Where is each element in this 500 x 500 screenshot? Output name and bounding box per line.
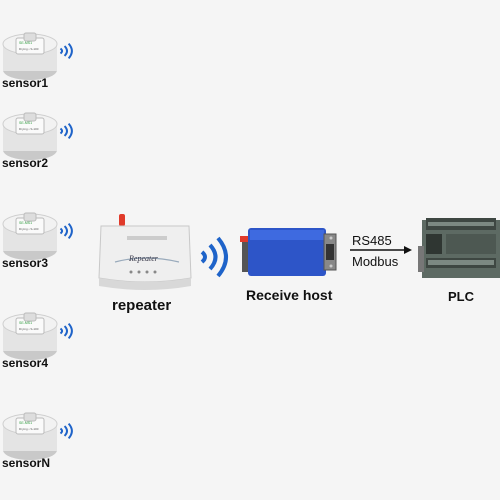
wireless-signal-icon bbox=[200, 236, 228, 278]
sensor-device: sensorN bbox=[0, 410, 90, 495]
receive-host-label: Receive host bbox=[246, 287, 333, 303]
sensor-label: sensor4 bbox=[2, 356, 49, 370]
protocol-label-top: RS485 bbox=[352, 233, 392, 248]
sensor-image bbox=[2, 412, 58, 461]
sensor-device: sensor4 bbox=[0, 310, 90, 395]
wireless-signal-icon bbox=[59, 422, 73, 440]
sensor-label: sensorN bbox=[2, 456, 51, 470]
sensor-device: sensor1 bbox=[0, 30, 90, 115]
sensor-label: sensor2 bbox=[2, 156, 49, 170]
sensor-label: sensor3 bbox=[2, 256, 49, 270]
wireless-signal-icon bbox=[59, 222, 73, 240]
receive-host-device bbox=[240, 228, 337, 276]
sensor-image bbox=[2, 112, 58, 161]
sensor-image bbox=[2, 312, 58, 361]
wireless-signal-icon bbox=[59, 122, 73, 140]
sensor-image bbox=[2, 32, 58, 81]
sensor-device: sensor2 bbox=[0, 110, 90, 195]
wireless-signal-icon bbox=[59, 42, 73, 60]
repeater-label: repeater bbox=[112, 297, 172, 314]
arrow-icon bbox=[350, 246, 412, 254]
repeater-device: Repeater bbox=[98, 214, 192, 290]
sensor-label: sensor1 bbox=[2, 76, 49, 90]
plc-device bbox=[418, 218, 500, 278]
sensor-device: sensor3 bbox=[0, 210, 90, 295]
sensor-image bbox=[2, 212, 58, 261]
plc-label: PLC bbox=[448, 289, 474, 304]
svg-text:Repeater: Repeater bbox=[128, 254, 159, 263]
wireless-signal-icon bbox=[59, 322, 73, 340]
protocol-label-bottom: Modbus bbox=[352, 254, 399, 269]
